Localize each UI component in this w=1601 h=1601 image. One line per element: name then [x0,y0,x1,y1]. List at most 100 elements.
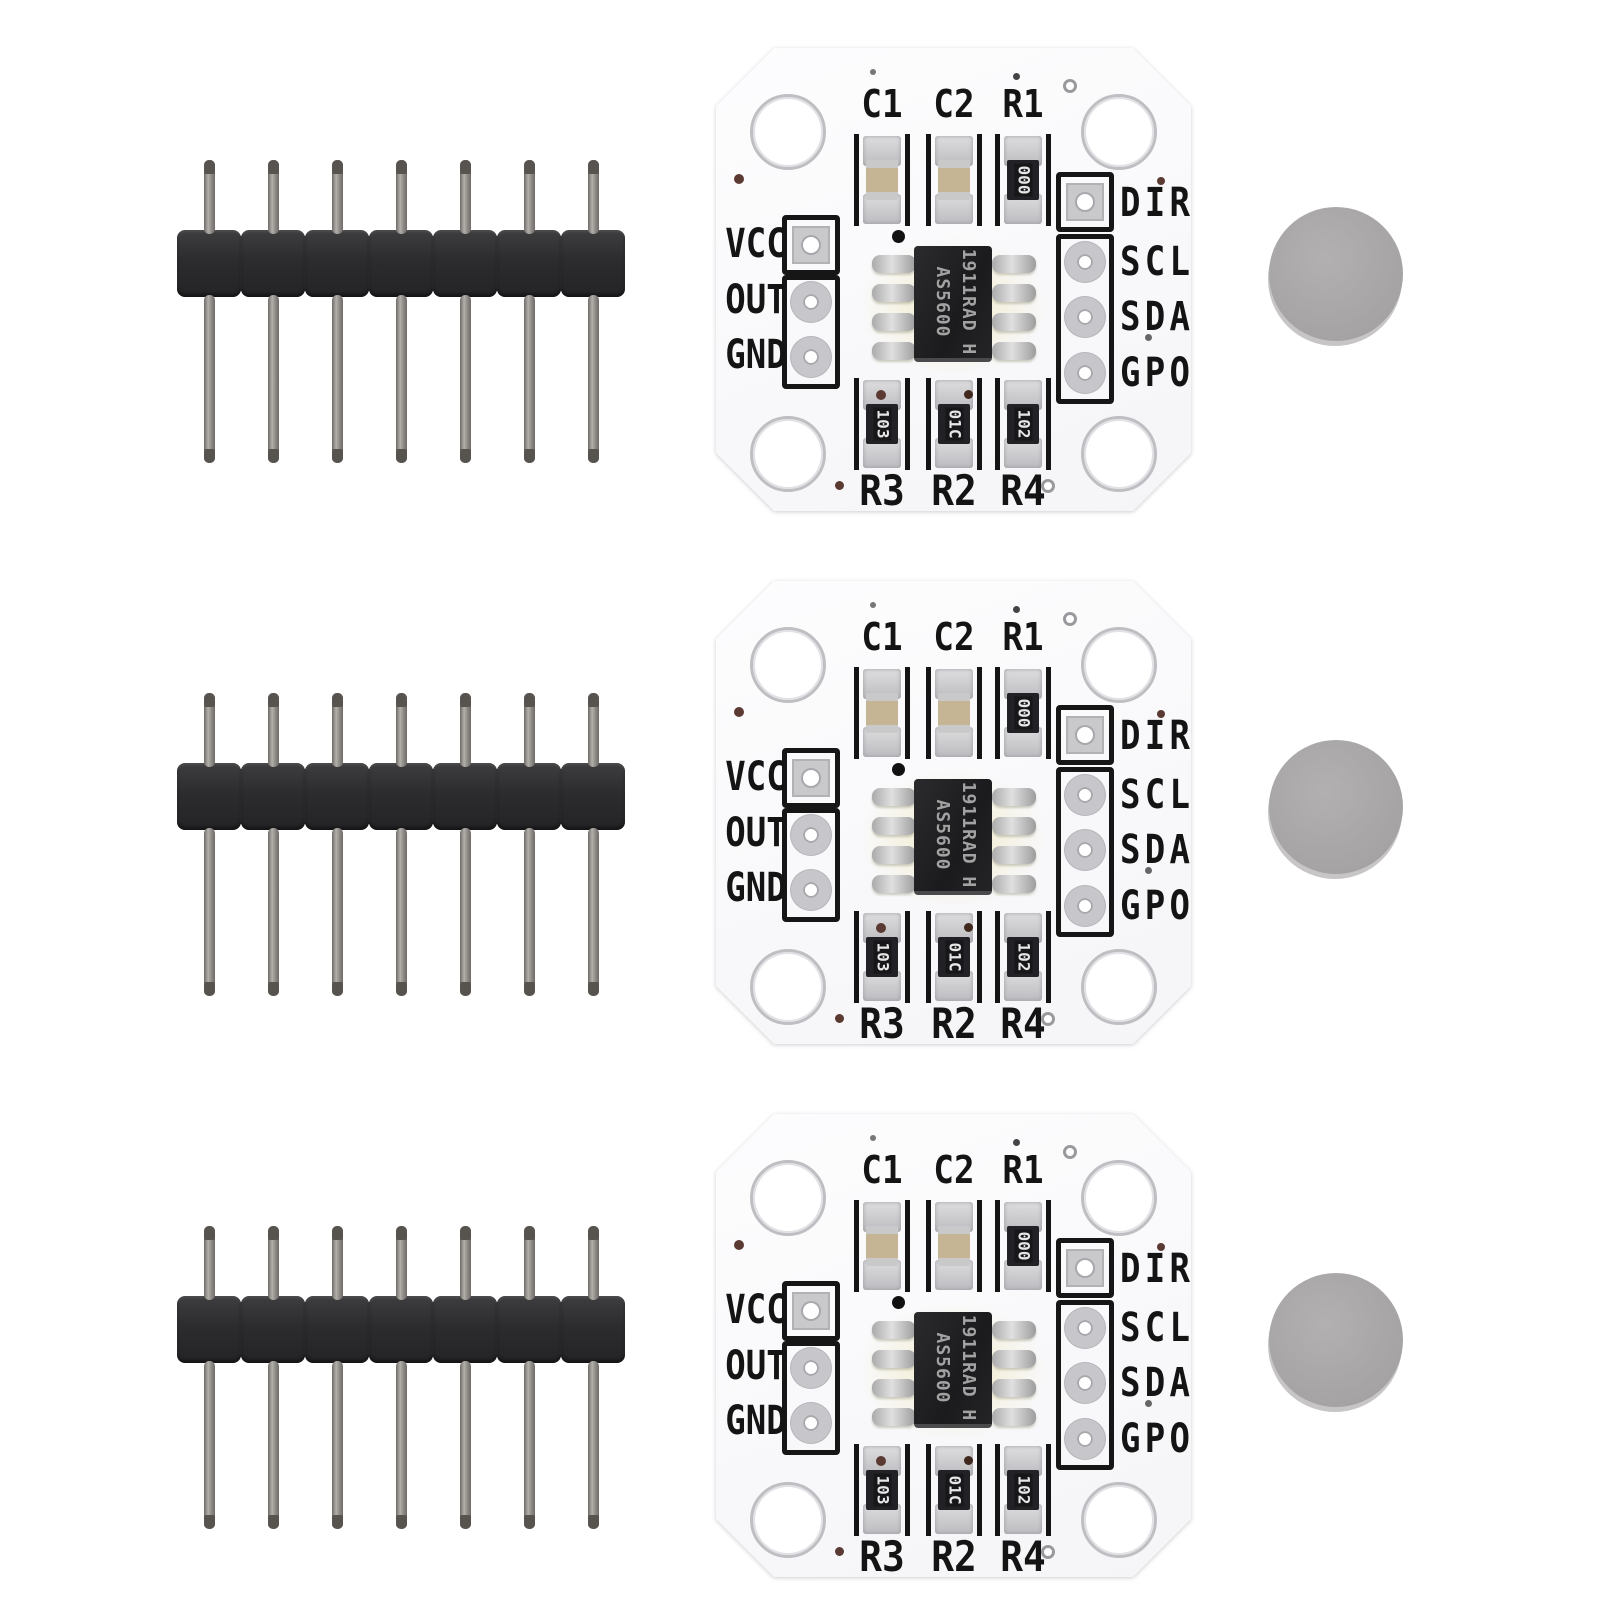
ic-pin [992,342,1036,360]
header-pin-bottom [267,828,279,996]
resistor-code: 103 [873,407,892,441]
ic-pin [872,284,916,302]
label-out: OUT [725,810,787,856]
capacitor-body [938,693,970,733]
label-r1: R1 [1002,615,1044,659]
header-pin-bottom [587,295,599,463]
mounting-hole [1081,416,1157,492]
dir-pad [1066,1249,1104,1287]
out-gnd-pad-box [782,1341,840,1455]
header-pin-bottom [203,1361,215,1529]
ic-marking-line: H [958,343,979,356]
silk-line [977,911,982,1003]
pin-header-block [497,1296,561,1363]
pin-header-block [433,230,497,297]
resistor-code: 000 [1014,696,1033,730]
resistor-code: 01C [945,407,964,441]
ic-pin [872,1350,916,1368]
ic-pin [992,788,1036,806]
header-pin-top [395,1226,407,1300]
via-dot [1157,1243,1165,1251]
pin-header-block [497,230,561,297]
label-vcc: VCC [725,1287,787,1333]
mounting-hole [750,416,826,492]
out-gnd-pad-box [782,275,840,389]
fiducial-ring [1063,612,1077,626]
smd-capacitor-c1 [854,667,910,759]
label-dir: DIR [1120,1246,1195,1292]
header-pin-top [203,160,215,234]
via-dot [876,1456,886,1466]
pin-header-block [433,1296,497,1363]
i2c-pad-box [1056,1300,1114,1470]
gpo-pad [1065,1419,1105,1459]
label-out: OUT [725,277,787,323]
header-pin-top [267,693,279,767]
silk-line [905,667,910,759]
silk-line [905,911,910,1003]
silk-line [926,1444,931,1536]
silk-line [926,1200,931,1292]
pin-header-block [177,1296,241,1363]
label-sda: SDA [1120,1360,1195,1406]
header-pin-top [523,1226,535,1300]
ic-pin [992,817,1036,835]
pin-header-block [241,763,305,830]
pin-header-block [177,230,241,297]
silk-line [905,1200,910,1292]
pin-header-block [561,763,625,830]
magnet-disc [1268,1273,1403,1412]
label-r1: R1 [1002,1148,1044,1192]
ic-marking-line: AS5600 [932,1332,953,1404]
silk-line [854,1444,859,1536]
pcb-substrate: C1 C2 R1 000 [716,581,1191,1044]
ic-pin [992,1408,1036,1426]
silk-line [1046,667,1051,759]
via-dot [1145,867,1152,874]
resistor-code: 01C [945,1473,964,1507]
label-gnd: GND [725,332,787,378]
ic-marking-line: AS5600 [932,799,953,871]
via-dot [1013,606,1020,613]
silk-line [995,667,1000,759]
fiducial-ring [1041,1545,1055,1559]
label-r3: R3 [859,466,905,515]
scl-pad [1065,775,1105,815]
magnet-face [1269,740,1403,874]
ic-pin [872,788,916,806]
encoder-board: C1 C2 R1 000 [716,581,1191,1044]
resistor-body: 01C [938,937,970,977]
smd-capacitor-c1 [854,1200,910,1292]
magnet-face [1269,207,1403,341]
header-pin-bottom [587,828,599,996]
as5600-ic: 1911RAD H AS5600 [914,779,992,895]
pin-header-block [497,763,561,830]
resistor-body: 01C [938,1470,970,1510]
ic-pin [992,1379,1036,1397]
pin-header-block [241,1296,305,1363]
label-dir: DIR [1120,180,1195,226]
pin1-marker-dot [892,763,905,776]
fiducial-ring [1063,79,1077,93]
smd-resistor-r4: 102 [995,1444,1051,1536]
silk-line [1046,1200,1051,1292]
label-gnd: GND [725,865,787,911]
vcc-pad [792,226,830,264]
ic-pin [992,875,1036,893]
silk-line [977,1444,982,1536]
pin-header [177,693,625,996]
header-pin-bottom [267,1361,279,1529]
label-scl: SCL [1120,772,1195,818]
capacitor-body [938,160,970,200]
label-dir: DIR [1120,713,1195,759]
resistor-code: 103 [873,940,892,974]
silk-line [977,378,982,470]
mounting-hole [750,1482,826,1558]
via-dot [734,174,744,184]
mounting-hole [1081,1482,1157,1558]
kit-row: C1 C2 R1 000 [0,1066,1601,1599]
ic-pin [872,1408,916,1426]
smd-resistor-r1: 000 [995,667,1051,759]
capacitor-body [866,160,898,200]
pin-header-block [241,230,305,297]
